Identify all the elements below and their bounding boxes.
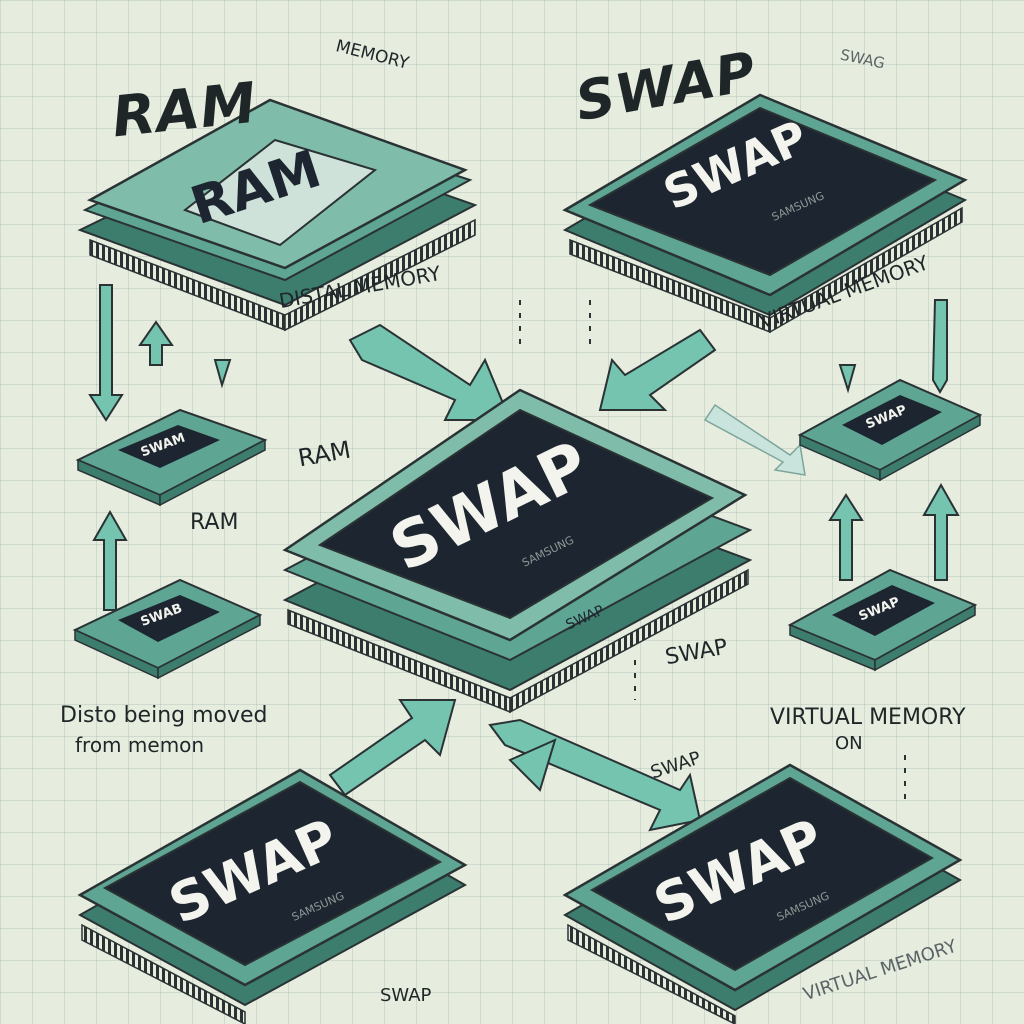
chip-right-2: [787, 568, 978, 672]
label-swap-bottom: SWAP: [380, 985, 432, 1006]
chip-left-1: [75, 408, 268, 507]
dashed-connectors: [519, 300, 906, 800]
arrow-left-down: [88, 284, 124, 422]
arrow-right-small: [838, 364, 857, 394]
swap-module-bottom-right: [562, 763, 963, 1024]
label-ram-left: RAM: [190, 510, 239, 535]
arrow-right-up-1: [828, 493, 864, 581]
swap-module-top: [562, 93, 968, 334]
ram-module-top: [77, 98, 478, 332]
arrow-center-to-bottom-right: [488, 718, 702, 832]
arrow-ram-to-center: [348, 323, 512, 421]
label-virtual-memory-right: VIRTUAL MEMORY: [770, 705, 966, 730]
arrow-right-down: [931, 299, 948, 394]
arrow-left-up: [138, 320, 174, 366]
arrow-swap-to-center: [598, 328, 717, 411]
label-on: ON: [835, 733, 863, 754]
chip-left-2: [72, 578, 263, 680]
swap-module-center: [282, 388, 753, 714]
label-data-moved-line2: from memon: [75, 733, 205, 757]
arrow-right-up-2: [922, 482, 960, 581]
arrow-left-small: [213, 359, 232, 389]
arrow-right-diagonal: [703, 403, 806, 476]
swap-module-bottom-left: [77, 768, 468, 1024]
arrow-left-up-2: [92, 509, 128, 611]
chip-right-1: [797, 378, 983, 482]
label-data-moved-line1: Disto being moved: [60, 703, 268, 728]
arrow-center-to-bottom-left: [328, 699, 457, 797]
